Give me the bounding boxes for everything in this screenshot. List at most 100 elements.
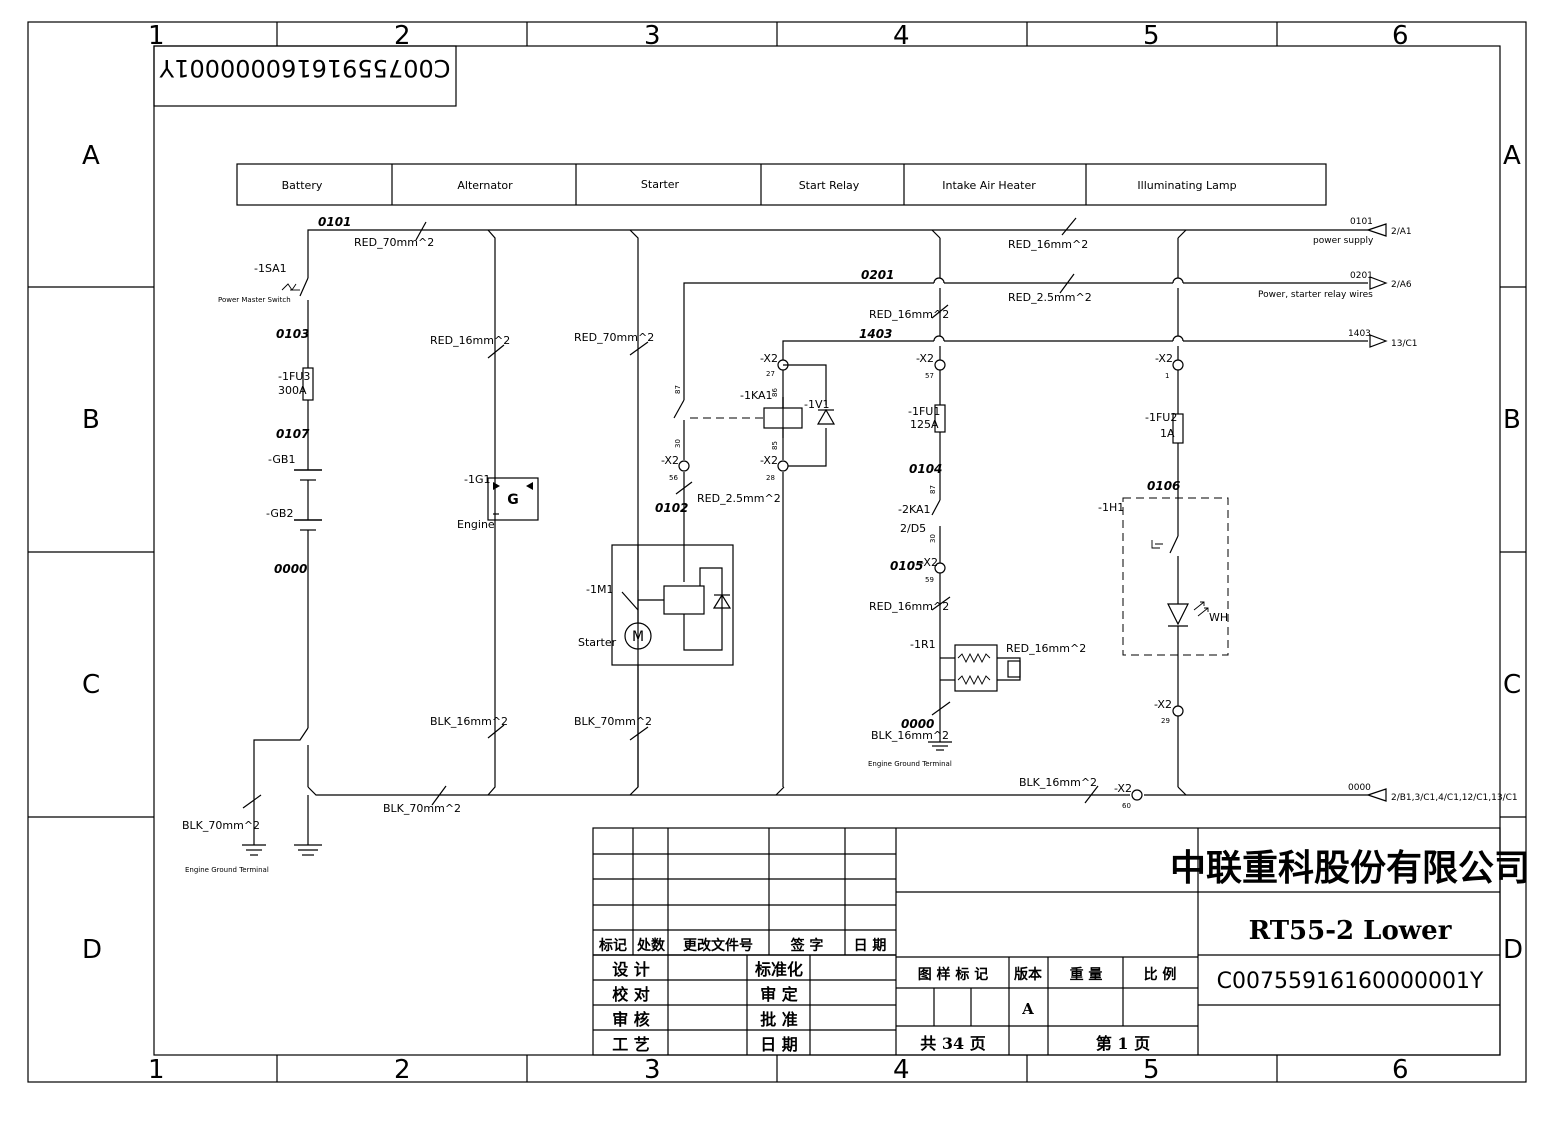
row-label: C bbox=[82, 670, 100, 700]
component-tag: -1FU2 bbox=[1145, 411, 1177, 424]
component-desc: Engine bbox=[457, 518, 495, 531]
xref-arrows bbox=[1366, 223, 1388, 802]
cable-spec: BLK_16mm^2 bbox=[1019, 776, 1097, 789]
wire-number: 0201 bbox=[861, 268, 894, 282]
version-value: A bbox=[1021, 1000, 1034, 1018]
company-name: 中联重科股份有限公司 bbox=[1170, 847, 1530, 889]
row-label: D bbox=[82, 935, 102, 965]
sign-label: 批 准 bbox=[760, 1010, 798, 1029]
component-tag: -1FU1 bbox=[908, 405, 940, 418]
xref-page-link[interactable]: 2/A6 bbox=[1391, 280, 1412, 290]
cable-spec: RED_16mm^2 bbox=[869, 308, 949, 321]
drawing-name: RT55-2 Lower bbox=[1249, 916, 1452, 946]
terminal-number: 56 bbox=[669, 474, 678, 482]
component-rating: 300A bbox=[278, 384, 307, 397]
pin-number: 30 bbox=[929, 534, 937, 543]
cable-spec: BLK_16mm^2 bbox=[871, 729, 949, 742]
xref-page-link[interactable]: 2/B1,3/C1,4/C1,12/C1,13/C1 bbox=[1391, 793, 1518, 803]
cable-spec: RED_16mm^2 bbox=[430, 334, 510, 347]
header-battery: Battery bbox=[282, 179, 323, 192]
function-header: Battery Alternator Starter Start Relay I… bbox=[236, 163, 1327, 206]
corner-stamp: C00755916160000001Y bbox=[159, 54, 450, 82]
col-header: 版本 bbox=[1014, 966, 1043, 983]
col-label: 5 bbox=[1143, 21, 1160, 51]
terminal-tag: -X2 bbox=[920, 556, 938, 569]
corner-stamp-box bbox=[153, 45, 457, 107]
terminal-tag: -X2 bbox=[760, 352, 778, 365]
component-desc: Starter bbox=[578, 636, 617, 649]
terminal-number: 57 bbox=[925, 372, 934, 380]
xref-desc: Power, starter relay wires bbox=[1258, 290, 1373, 300]
rev-header: 签 字 bbox=[790, 937, 824, 954]
col-header: 图 样 标 记 bbox=[918, 966, 989, 983]
fuse-1fu2 bbox=[1172, 413, 1184, 444]
xref-page-link[interactable]: 13/C1 bbox=[1391, 339, 1418, 349]
cable-spec: RED_2.5mm^2 bbox=[697, 492, 781, 505]
terminal-tag: -X2 bbox=[1155, 352, 1173, 365]
sign-label: 标准化 bbox=[754, 960, 803, 979]
wire-number: 0000 bbox=[901, 717, 934, 731]
component-rating: 1A bbox=[1160, 427, 1175, 440]
sign-label: 日 期 bbox=[760, 1035, 798, 1054]
wire-number: 0105 bbox=[890, 559, 923, 573]
sign-label: 审 定 bbox=[760, 985, 798, 1004]
pin-number: 86 bbox=[771, 388, 779, 397]
rev-header: 更改文件号 bbox=[683, 937, 753, 954]
component-tag: WH bbox=[1209, 611, 1228, 624]
fuse-1fu1 bbox=[934, 404, 946, 433]
component-tag: -2KA1 bbox=[898, 503, 931, 516]
rev-header: 标记 bbox=[598, 937, 627, 954]
ground-switch-branch bbox=[253, 727, 309, 845]
terminal-tag: -X2 bbox=[661, 454, 679, 467]
xref-wire: 0000 bbox=[1348, 783, 1371, 793]
pin-number: 85 bbox=[771, 441, 779, 450]
drawing-number: C00755916160000001Y bbox=[1217, 969, 1484, 994]
col-label: 6 bbox=[1392, 1055, 1409, 1085]
cable-spec: BLK_70mm^2 bbox=[574, 715, 652, 728]
row-label: D bbox=[1503, 935, 1523, 965]
col-label: 6 bbox=[1392, 21, 1409, 51]
grid-dividers bbox=[28, 22, 1526, 1082]
sign-label: 校 对 bbox=[612, 985, 650, 1004]
terminal-tag: -X2 bbox=[1154, 698, 1172, 711]
master-switch bbox=[281, 277, 309, 297]
terminal-number: 28 bbox=[766, 474, 775, 482]
total-sheets: 共 34 页 bbox=[920, 1034, 985, 1053]
component-tag: -1H1 bbox=[1098, 501, 1124, 514]
row-label: A bbox=[1503, 141, 1521, 171]
xref-wire: 0201 bbox=[1350, 271, 1373, 281]
terminal-number: 1 bbox=[1165, 372, 1169, 380]
terminal-number: 59 bbox=[925, 576, 934, 584]
component-tag: -GB2 bbox=[266, 507, 293, 520]
xref-desc: power supply bbox=[1313, 236, 1374, 246]
col-label: 1 bbox=[148, 1055, 165, 1085]
col-label: 2 bbox=[394, 21, 411, 51]
component-tag: -1SA1 bbox=[254, 262, 287, 275]
row-label: A bbox=[82, 141, 100, 171]
wire-number: 0103 bbox=[276, 327, 309, 341]
row-label: C bbox=[1503, 670, 1521, 700]
start-relay bbox=[673, 397, 836, 429]
component-tag: -1G1 bbox=[464, 473, 491, 486]
header-starter: Starter bbox=[641, 178, 680, 191]
component-tag: -1M1 bbox=[586, 583, 613, 596]
header-illuminating-lamp: Illuminating Lamp bbox=[1137, 179, 1236, 192]
alternator-symbol: G bbox=[507, 492, 519, 508]
rev-header: 日 期 bbox=[854, 938, 887, 954]
wire-number: 0000 bbox=[274, 562, 307, 576]
illuminating-lamp-1h1 bbox=[1122, 497, 1229, 656]
intake-air-heater-1r1 bbox=[940, 644, 1021, 692]
component-tag: -1V1 bbox=[804, 398, 830, 411]
alternator-1g1 bbox=[487, 477, 539, 521]
grid-labels-left: A B C D bbox=[82, 141, 102, 965]
component-ref: 2/D5 bbox=[900, 522, 926, 535]
header-intake-air-heater: Intake Air Heater bbox=[942, 179, 1036, 192]
battery-gb2 bbox=[294, 519, 322, 531]
col-label: 2 bbox=[394, 1055, 411, 1085]
col-label: 5 bbox=[1143, 1055, 1160, 1085]
header-start-relay: Start Relay bbox=[799, 179, 860, 192]
col-label: 3 bbox=[644, 1055, 661, 1085]
header-alternator: Alternator bbox=[457, 179, 513, 192]
xref-page-link[interactable]: 2/A1 bbox=[1391, 227, 1412, 237]
